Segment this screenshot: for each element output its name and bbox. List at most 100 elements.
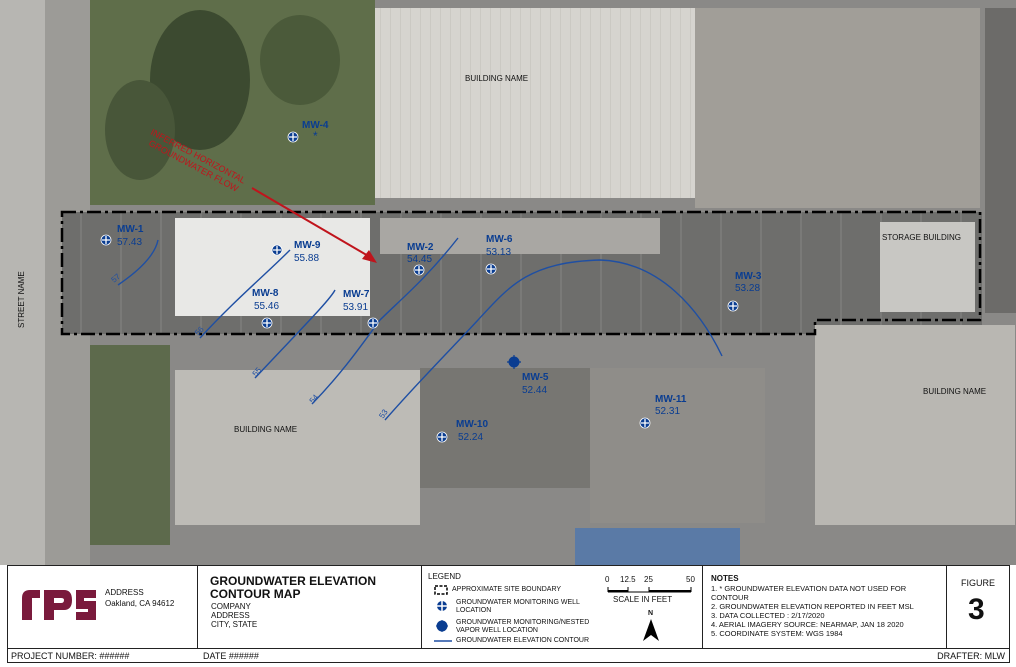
well-elevation-label: *: [313, 129, 318, 143]
contour-line: [254, 289, 336, 379]
legend-cell: LEGEND APPROXIMATE SITE BOUNDARY GROUNDW…: [422, 566, 703, 648]
building-label-north: BUILDING NAME: [465, 74, 528, 83]
street: [0, 0, 45, 565]
building-label-storage: STORAGE BUILDING: [882, 233, 961, 242]
contour-line: [384, 259, 723, 421]
legend-contour-label: GROUNDWATER ELEVATION CONTOUR: [456, 637, 590, 644]
scale-tick: 0: [605, 575, 610, 584]
scale-label: SCALE IN FEET: [613, 595, 673, 604]
company-cell: ADDRESS Oakland, CA 94612: [8, 566, 198, 648]
well-crosshair: [369, 319, 377, 327]
south-lot: [420, 368, 590, 488]
well-mw-6: MW-6 53.13: [485, 234, 513, 275]
well-id-label: MW-1: [117, 224, 144, 235]
well-id-label: MW-6: [486, 234, 513, 245]
well-elevation-label: 57.43: [117, 237, 142, 248]
vapor-well-icon: [436, 620, 448, 632]
site-company: COMPANY: [211, 602, 251, 611]
north-label: N: [648, 610, 654, 617]
north-east-roof: [695, 8, 980, 208]
scale-bar: [607, 587, 692, 593]
contour-line: [117, 239, 159, 286]
well-elevation-label: 52.44: [522, 385, 547, 396]
blue-roof: [575, 528, 740, 565]
north-building-roof: [375, 8, 695, 198]
site-map: 57 56 55 54 53 INFERRED HORIZONTAL GROUN…: [0, 0, 1016, 565]
well-mw-4: MW-4*: [287, 120, 329, 143]
boundary-legend-icon: [434, 585, 448, 595]
well-crosshair: [438, 433, 446, 441]
site-city: CITY, STATE: [211, 620, 258, 629]
scale-tick: 25: [644, 575, 653, 584]
rps-logo: [22, 590, 96, 620]
legend-vapor-label-1: GROUNDWATER MONITORING/NESTED: [456, 619, 590, 626]
well-id-label: MW-9: [294, 240, 321, 251]
map-title-line1: GROUNDWATER ELEVATION: [210, 574, 376, 588]
east-lot: [985, 8, 1016, 313]
site-boundary: [60, 210, 982, 336]
legend-title: LEGEND: [428, 572, 461, 581]
well-elevation-label: 53.13: [486, 247, 511, 258]
well-crosshair: [289, 133, 297, 141]
contour-lines: [117, 237, 723, 421]
well-crosshair: [729, 302, 737, 310]
well-elevation-label: 53.28: [735, 283, 760, 294]
flow-arrow-head: [362, 250, 377, 263]
title-cell: GROUNDWATER ELEVATION CONTOUR MAP COMPAN…: [198, 566, 422, 648]
note-line: 5. COORDINATE SYSTEM: WGS 1984: [711, 629, 843, 638]
legend-boundary-label: APPROXIMATE SITE BOUNDARY: [452, 586, 562, 593]
notes-cell: NOTES 1. * GROUNDWATER ELEVATION DATA NO…: [703, 566, 947, 648]
title-block: ADDRESS Oakland, CA 94612 GROUNDWATER EL…: [7, 565, 1010, 649]
figure-number: 3: [968, 593, 985, 626]
well-id-label: MW-7: [343, 289, 370, 300]
map-title-line2: CONTOUR MAP: [210, 587, 301, 601]
well-mw-8: MW-855.46: [252, 288, 279, 329]
well-crosshair: [102, 236, 110, 244]
tree-canopy: [105, 80, 175, 180]
storage-building-roof: [880, 222, 975, 312]
scale-tick: 50: [686, 575, 695, 584]
tree-canopy: [150, 10, 250, 150]
well-id-label: MW-2: [407, 242, 434, 253]
east-building-roof: [815, 325, 1015, 525]
notes-title: NOTES: [711, 574, 739, 583]
building-labels: BUILDING NAME BUILDING NAME BUILDING NAM…: [17, 74, 986, 434]
company-city: Oakland, CA 94612: [105, 599, 175, 608]
well-mw-7: MW-7 53.91: [343, 289, 379, 329]
note-line: 1. * GROUNDWATER ELEVATION DATA NOT USED…: [711, 584, 907, 593]
date-field: DATE ######: [203, 651, 259, 661]
well-mw-2: MW-254.45: [407, 242, 434, 276]
company-address: ADDRESS: [105, 588, 144, 597]
well-crosshair: [415, 266, 423, 274]
project-number: PROJECT NUMBER: ######: [11, 651, 130, 661]
street-label: STREET NAME: [17, 271, 26, 328]
monitoring-well-icon: [437, 601, 447, 611]
legend-well-label-2: LOCATION: [456, 607, 492, 614]
well-id-label: MW-5: [522, 372, 549, 383]
legend-well-label-1: GROUNDWATER MONITORING WELL: [456, 599, 580, 606]
note-line: 3. DATA COLLECTED : 2/17/2020: [711, 611, 825, 620]
scale-tick: 12.5: [620, 575, 636, 584]
well-elevation-label: 53.91: [343, 302, 368, 313]
well-elevation-label: 52.31: [655, 406, 680, 417]
figure-cell: FIGURE 3: [947, 566, 1011, 648]
well-id-label: MW-11: [655, 394, 687, 405]
south-east-lot: [590, 368, 765, 523]
vapor-well-crosshair: [507, 355, 521, 369]
north-arrow-icon: [643, 619, 659, 641]
well-mw-5: MW-5 52.44: [507, 355, 549, 396]
well-id-label: MW-4: [302, 120, 329, 131]
site-address: ADDRESS: [211, 611, 250, 620]
contour-line: [311, 237, 459, 405]
note-line: 2. GROUNDWATER ELEVATION REPORTED IN FEE…: [711, 602, 914, 611]
note-line: 4. AERIAL IMAGERY SOURCE: NEARMAP, JAN 1…: [711, 620, 904, 629]
well-crosshair: [487, 265, 495, 273]
south-building-roof: [175, 370, 420, 525]
south-trees: [90, 345, 170, 545]
well-mw-9: MW-955.88: [271, 240, 321, 264]
well-mw-1: MW-1 57.43: [100, 224, 144, 248]
contour-line: [199, 249, 291, 339]
